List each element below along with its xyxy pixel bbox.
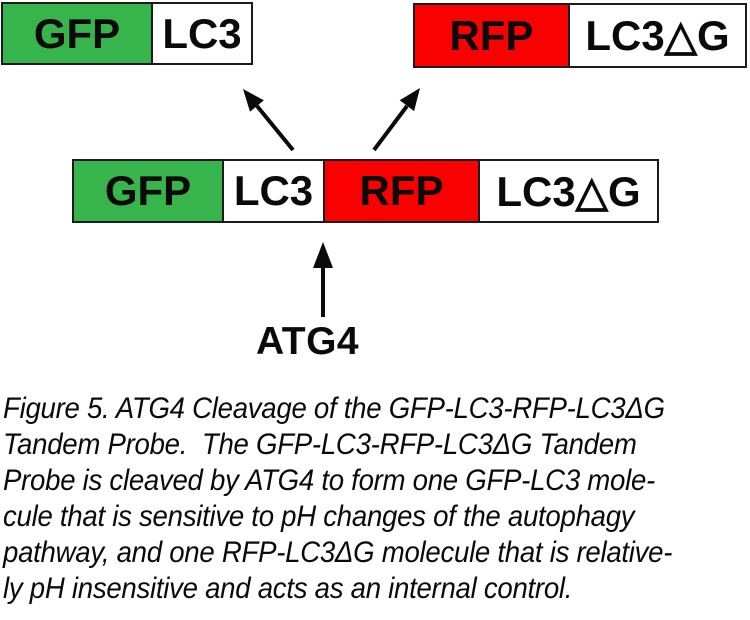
atg4-arrow — [313, 242, 333, 317]
lc3dg-segment: LC3△G — [568, 5, 745, 66]
caption-line: pathway, and one RFP-LC3ΔG molecule that… — [3, 536, 673, 569]
lc3-segment: LC3 — [151, 4, 251, 63]
gfp-segment-label: GFP — [33, 9, 121, 57]
figure-caption: Figure 5. ATG4 Cleavage of the GFP-LC3-R… — [3, 391, 750, 607]
tandem-rfp-label: RFP — [359, 167, 444, 214]
tandem-lc3-label: LC3 — [233, 167, 314, 214]
caption-line: Figure 5. ATG4 Cleavage of the GFP-LC3-R… — [3, 392, 665, 425]
rfp-segment: RFP — [415, 5, 568, 66]
tandem-rfp-segment: RFP — [323, 161, 478, 221]
lc3-segment-label: LC3 — [162, 9, 242, 57]
arrow-to-gfp-lc3 — [243, 89, 295, 152]
gfp-lc3-product-box: GFP LC3 — [1, 2, 253, 65]
tandem-lc3-segment: LC3 — [222, 161, 323, 221]
caption-line: ly pH insensitive and acts as an interna… — [3, 572, 573, 605]
gfp-segment: GFP — [3, 4, 151, 63]
caption-line: Probe is cleaved by ATG4 to form one GFP… — [3, 464, 655, 497]
tandem-lc3dg-segment: LC3△G — [478, 161, 657, 221]
rfp-segment-label: RFP — [449, 11, 534, 59]
rfp-lc3dg-product-box: RFP LC3△G — [413, 3, 747, 68]
caption-line: Tandem Probe. The GFP-LC3-RFP-LC3ΔG Tand… — [3, 428, 637, 461]
atg4-enzyme-label: ATG4 — [256, 320, 360, 363]
tandem-gfp-segment: GFP — [74, 161, 222, 221]
tandem-lc3dg-label: LC3△G — [496, 167, 641, 215]
tandem-probe-box: GFP LC3 RFP LC3△G — [72, 159, 659, 223]
lc3dg-segment-label: LC3△G — [585, 12, 730, 59]
arrow-to-rfp-lc3dg — [372, 88, 420, 152]
tandem-gfp-label: GFP — [104, 167, 192, 214]
caption-line: cule that is sensitive to pH changes of … — [3, 500, 635, 533]
